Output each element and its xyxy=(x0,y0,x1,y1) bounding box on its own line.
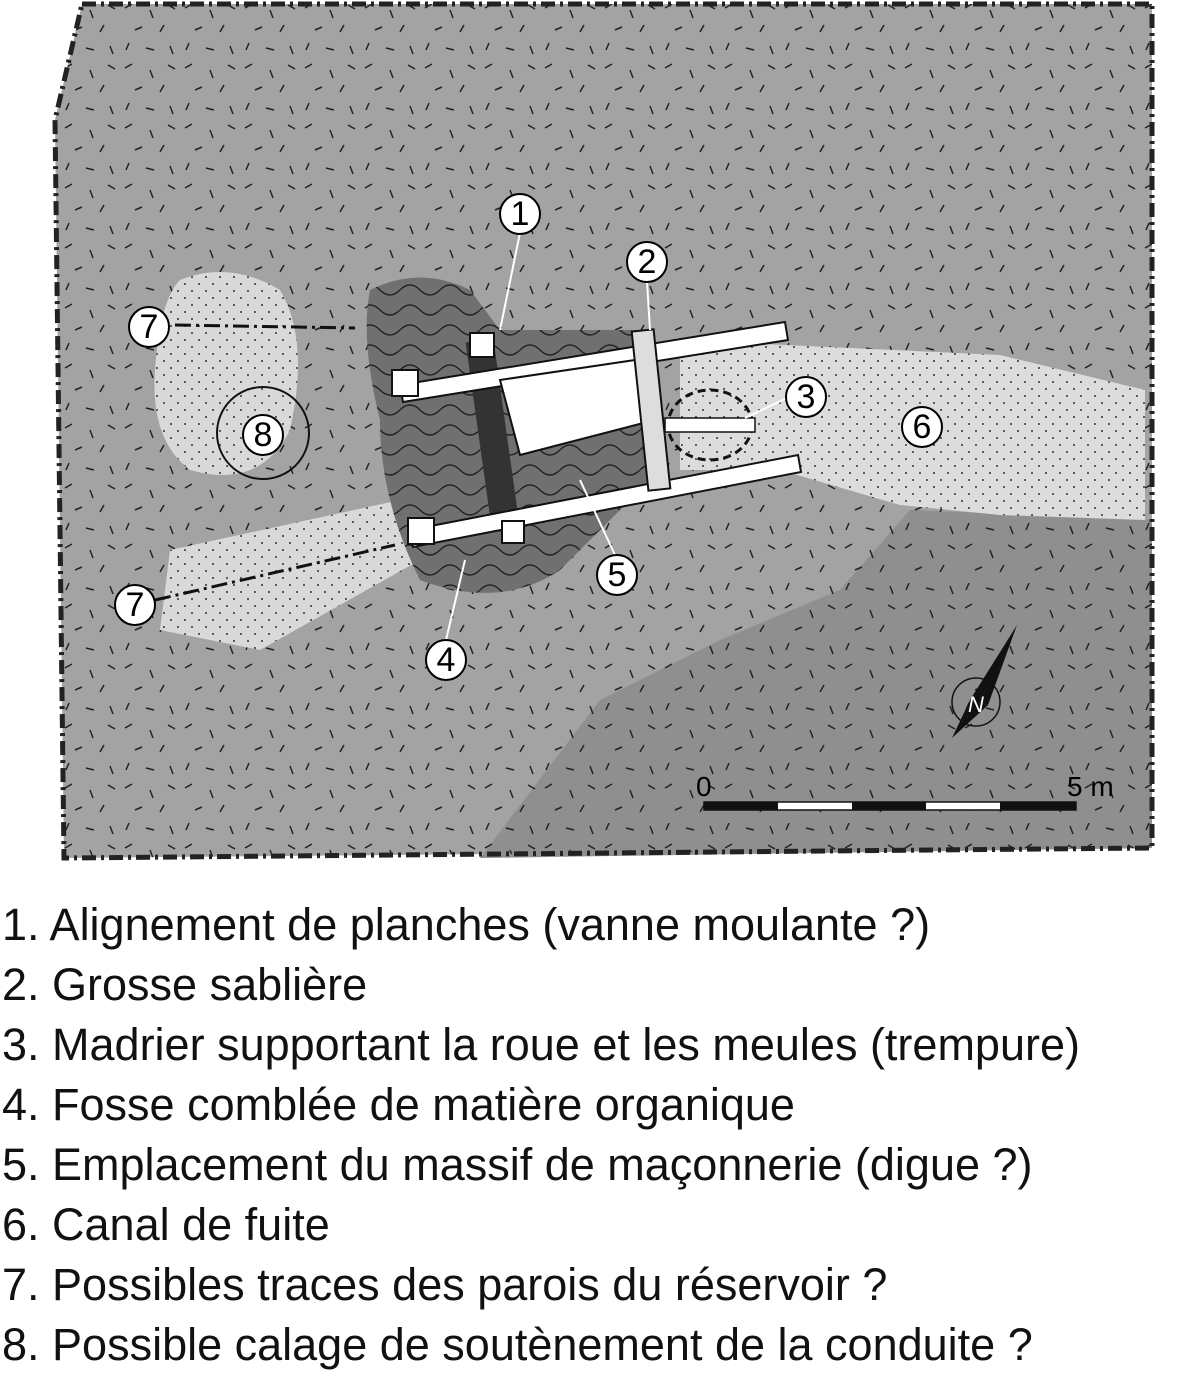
marker-7-top: 7 xyxy=(128,306,170,348)
svg-text:3: 3 xyxy=(797,378,816,416)
legend-item-1: 1. Alignement de planches (vanne moulant… xyxy=(2,899,931,950)
svg-text:7: 7 xyxy=(140,308,159,346)
svg-text:N: N xyxy=(968,692,984,717)
svg-text:1: 1 xyxy=(511,195,530,233)
scale-end-label: 5 m xyxy=(1067,771,1114,802)
marker-8: 8 xyxy=(242,414,284,456)
svg-text:4: 4 xyxy=(437,641,456,679)
svg-text:6: 6 xyxy=(913,408,932,446)
marker-2: 2 xyxy=(626,241,668,283)
legend-item-4: 4. Fosse comblée de matière organique xyxy=(2,1079,795,1130)
marker-1: 1 xyxy=(499,193,541,235)
svg-text:2: 2 xyxy=(638,243,657,281)
marker-3: 3 xyxy=(785,376,827,418)
marker-4: 4 xyxy=(425,639,467,681)
site-plan: 1 2 3 4 5 6 7 7 8 N 0 5 m xyxy=(52,1,1155,861)
svg-text:8: 8 xyxy=(254,416,273,454)
scale-bar: 0 5 m xyxy=(696,771,1114,811)
legend: 1. Alignement de planches (vanne moulant… xyxy=(2,895,1080,1375)
legend-item-6: 6. Canal de fuite xyxy=(2,1199,330,1250)
legend-item-2: 2. Grosse sablière xyxy=(2,959,368,1010)
legend-item-3: 3. Madrier supportant la roue et les meu… xyxy=(2,1019,1080,1070)
scale-start-label: 0 xyxy=(696,771,712,802)
mill-structure xyxy=(391,320,803,549)
svg-text:5: 5 xyxy=(608,556,627,594)
marker-6: 6 xyxy=(901,406,943,448)
legend-item-8: 8. Possible calage de soutènement de la … xyxy=(2,1319,1033,1370)
north-arrow: N xyxy=(951,625,1017,738)
svg-text:7: 7 xyxy=(126,586,145,624)
marker-5: 5 xyxy=(596,554,638,596)
legend-item-7: 7. Possibles traces des parois du réserv… xyxy=(2,1259,888,1310)
marker-labels: 1 2 3 4 5 6 7 7 8 xyxy=(114,193,943,681)
marker-7-bottom: 7 xyxy=(114,584,156,626)
legend-item-5: 5. Emplacement du massif de maçonnerie (… xyxy=(2,1139,1033,1190)
